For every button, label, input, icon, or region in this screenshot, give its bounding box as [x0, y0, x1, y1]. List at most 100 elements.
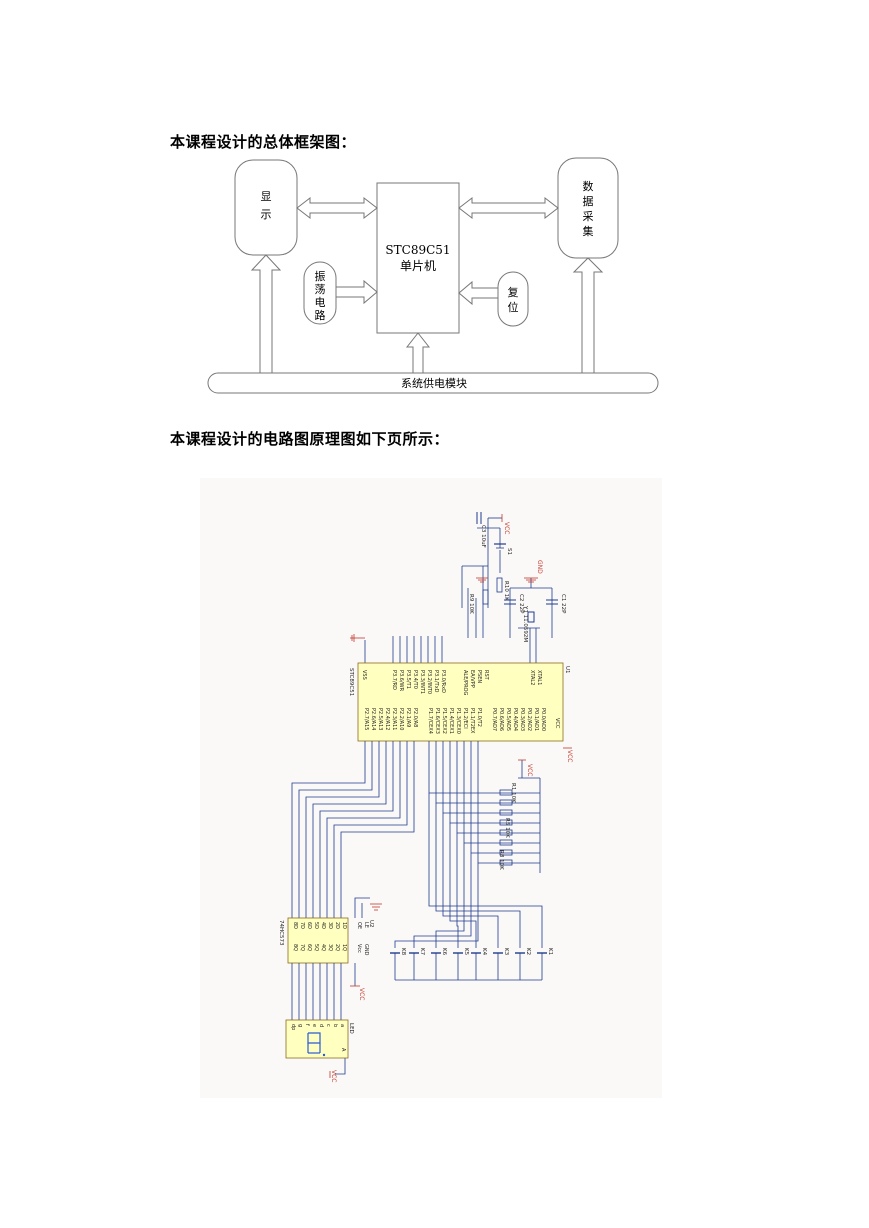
pin-p23: P2.3/A11 — [391, 708, 397, 730]
data-acq-char-1: 数 — [583, 180, 594, 193]
pin-ea: EA/VPP — [469, 670, 475, 688]
block-diagram: 显 示 数 据 采 集 STC89C51 单片机 振 荡 电 路 复 位 系统供… — [207, 157, 659, 394]
r1-label: R1 10K — [510, 783, 516, 803]
latch-3d: 3D — [327, 922, 333, 929]
pin-p07: P0.7/AD7 — [491, 708, 497, 731]
latch-oe: OE — [356, 922, 362, 929]
key-k1: K1 — [537, 948, 553, 980]
latch-2d: 2D — [334, 922, 340, 929]
key-k3: K3 — [493, 948, 509, 980]
k3-label: K3 — [503, 948, 509, 956]
mcu-part: STC89C51 — [348, 668, 354, 696]
latch-control-wiring — [354, 897, 370, 986]
key-k8: K8 — [390, 948, 406, 980]
seg-d: d — [318, 1024, 324, 1027]
reset-char-2: 位 — [508, 300, 519, 314]
resistor-r9: R9 10K — [468, 589, 489, 614]
k4-label: K4 — [481, 948, 487, 956]
gnd-crystal-label: GND — [536, 560, 543, 574]
arrow-osc-mcu — [335, 279, 378, 305]
pin-p17: P1.7/CEX4 — [427, 708, 433, 734]
arrow-reset-mcu — [458, 280, 499, 306]
seg-a: a — [339, 1024, 345, 1027]
keypad-wiring — [394, 793, 543, 981]
arrow-power-data — [572, 257, 604, 374]
pin-p25: P2.5/A13 — [377, 708, 383, 730]
led-common: A — [340, 1048, 346, 1052]
vcc-reset: VCC — [501, 514, 510, 534]
vcc-led-label: VCC — [330, 1070, 337, 1082]
c3-label: C3 10uF — [480, 525, 486, 548]
circuit-schematic: C3 10uF VCC S1 R9 10K R10 1K C1 22P — [278, 512, 573, 1082]
r9-label: R9 10K — [468, 594, 474, 614]
pin-p20: P2.0/A8 — [412, 708, 418, 727]
pin-p16: P1.6/CEX3 — [434, 708, 440, 734]
pin-p04: P0.4/AD4 — [512, 708, 518, 731]
vcc-latch-label: VCC — [358, 988, 365, 1000]
latch-part: 74HC573 — [278, 920, 284, 946]
vcc-pullup-label: VCC — [526, 764, 533, 776]
data-acq-char-2: 据 — [583, 194, 594, 208]
vcc-led: VCC — [329, 1070, 337, 1082]
ground-reset — [476, 577, 488, 583]
pin-p32: P3.2/INT0 — [426, 670, 432, 694]
key-k6: K6 — [431, 948, 447, 980]
pin-vcc: VCC — [554, 718, 560, 729]
pin-p31: P3.1/TxD — [433, 670, 439, 693]
seg-g: g — [297, 1024, 303, 1027]
seg-e: e — [311, 1024, 317, 1027]
arrow-display-mcu — [296, 196, 378, 220]
pin-p34: P3.4/T0 — [412, 670, 418, 689]
pin-p21: P2.1/A9 — [405, 708, 411, 727]
mcu-u1: U1 STC89C51 VSS P3.7/RD P3.6/WR P3.5/T1 … — [348, 662, 570, 742]
seg-b: b — [332, 1024, 338, 1027]
capacitor-c1: C1 22P — [546, 594, 566, 614]
pin-xtal1: XTAL1 — [536, 670, 542, 685]
osc-char-1: 振 — [315, 269, 326, 283]
reset-block — [497, 271, 529, 327]
key-k2: K2 — [515, 948, 531, 980]
latch-6d: 6D — [306, 922, 312, 929]
k6-label: K6 — [441, 948, 447, 956]
latch-4d: 4D — [320, 922, 326, 929]
mcu-ref: U1 — [564, 666, 570, 674]
key-k7: K7 — [409, 948, 425, 980]
crystal-y1: Y1 11.0592M — [522, 605, 535, 642]
seg-c: c — [325, 1024, 331, 1027]
pin-rst: RST — [483, 670, 489, 681]
led-dp-dot — [322, 1053, 326, 1057]
arrow-power-mcu — [405, 332, 431, 374]
pin-p26: P2.6/A14 — [370, 708, 376, 730]
latch-5q: 5Q — [313, 944, 319, 951]
capacitor-c3: C3 10uF — [476, 512, 486, 548]
latch-1q: 1Q — [341, 944, 347, 951]
heading-framework: 本课程设计的总体框架图： — [170, 133, 357, 151]
latch-led-bus — [291, 963, 346, 1075]
pin-p10: P1.0/T2 — [476, 708, 482, 727]
r8-label: R8 10K — [498, 850, 504, 870]
r10-label: R10 1K — [503, 581, 509, 601]
pin-p11: P1.1/T2EX — [469, 708, 475, 734]
latch-7q: 7Q — [299, 944, 305, 951]
latch-3q: 3Q — [327, 944, 333, 951]
latch-6q: 6Q — [306, 944, 312, 951]
data-acq-char-3: 采 — [583, 210, 594, 223]
schematic-frame — [200, 478, 662, 1098]
crystal-circuit — [509, 578, 553, 663]
pin-p03: P0.3/AD3 — [519, 708, 525, 731]
pin-p27: P2.7/A15 — [363, 708, 369, 730]
pin-xtal2: XTAL2 — [529, 670, 535, 685]
pin-p14: P1.4/CEX1 — [448, 708, 454, 734]
display-char-1: 显 — [261, 190, 272, 203]
k2-label: K2 — [525, 948, 531, 955]
ground-vss — [350, 634, 365, 642]
latch-4q: 4Q — [320, 944, 326, 951]
switch-s1: S1 — [494, 543, 512, 555]
data-acq-block — [557, 157, 619, 259]
seven-segment-digit — [307, 1032, 321, 1054]
power-block — [207, 372, 659, 394]
resistor-r10: R10 1K — [496, 577, 509, 601]
seg-f: f — [304, 1024, 310, 1026]
latch-1d: 1D — [341, 922, 347, 929]
resistor-array: R1 10K R5 10K R8 10K — [498, 783, 516, 870]
